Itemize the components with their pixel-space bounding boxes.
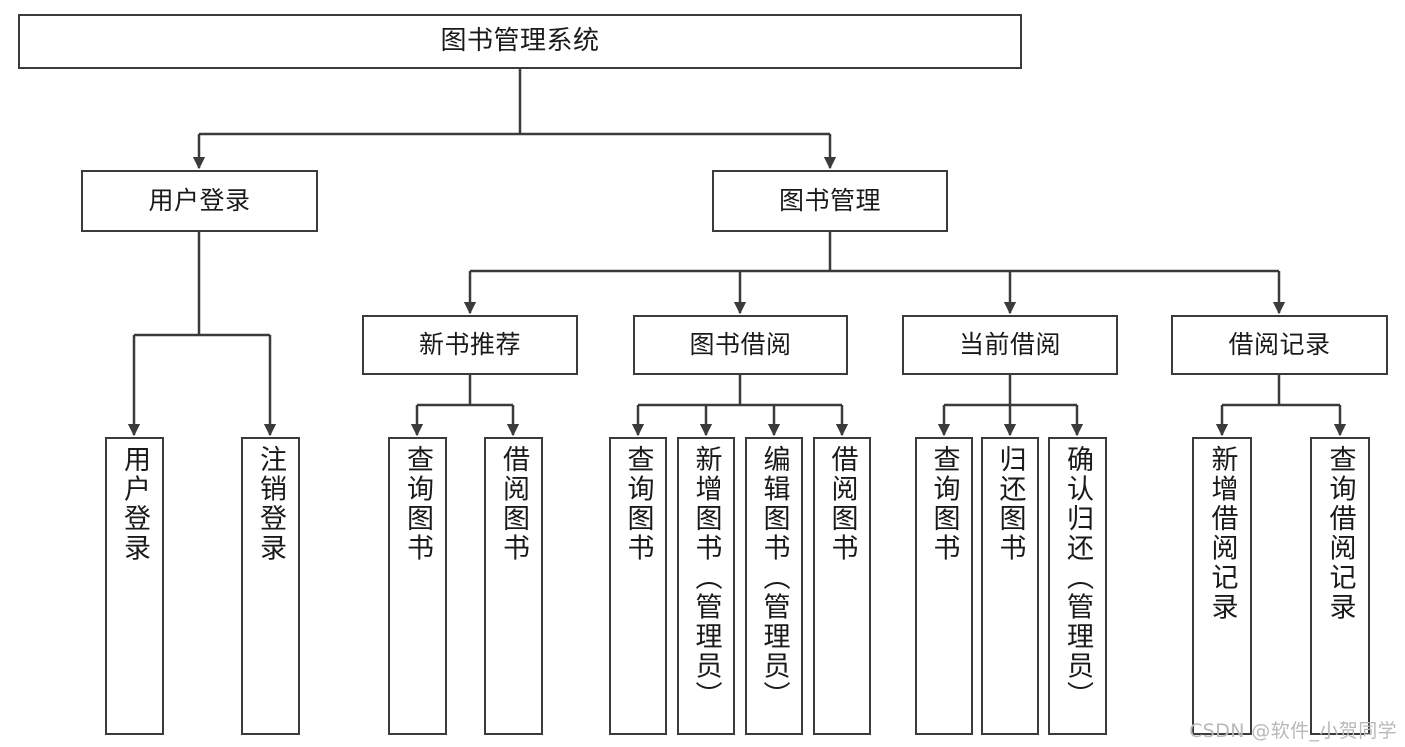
leaf-edit-book-admin[interactable]: 编辑图书（管理员） xyxy=(745,437,803,735)
leaf-query-book-3[interactable]: 查询图书 xyxy=(915,437,973,735)
node-user-login[interactable]: 用户登录 xyxy=(81,170,318,232)
leaf-query-book-1-label: 查询图书 xyxy=(402,445,433,563)
leaf-query-book-1[interactable]: 查询图书 xyxy=(388,437,447,735)
leaf-borrow-book-2[interactable]: 借阅图书 xyxy=(813,437,871,735)
node-new-book-recommend-label: 新书推荐 xyxy=(418,330,521,360)
leaf-query-borrow-record-label: 查询借阅记录 xyxy=(1324,445,1356,622)
leaf-query-book-3-label: 查询图书 xyxy=(928,445,960,563)
node-borrow-record[interactable]: 借阅记录 xyxy=(1171,315,1388,375)
leaf-query-book-2[interactable]: 查询图书 xyxy=(609,437,667,735)
node-current-borrow-label: 当前借阅 xyxy=(958,330,1061,360)
leaf-confirm-return-admin-label: 确认归还（管理员） xyxy=(1062,445,1093,711)
node-root-label: 图书管理系统 xyxy=(440,26,600,57)
node-root[interactable]: 图书管理系统 xyxy=(18,14,1022,69)
node-user-login-label: 用户登录 xyxy=(148,186,251,216)
leaf-query-book-2-label: 查询图书 xyxy=(622,445,654,563)
node-book-manage[interactable]: 图书管理 xyxy=(712,170,948,232)
leaf-add-borrow-record[interactable]: 新增借阅记录 xyxy=(1192,437,1252,735)
leaf-return-book[interactable]: 归还图书 xyxy=(981,437,1039,735)
leaf-borrow-book-2-label: 借阅图书 xyxy=(826,445,858,563)
node-current-borrow[interactable]: 当前借阅 xyxy=(902,315,1118,375)
leaf-confirm-return-admin[interactable]: 确认归还（管理员） xyxy=(1048,437,1107,735)
node-book-borrow[interactable]: 图书借阅 xyxy=(633,315,848,375)
leaf-add-book-admin-label: 新增图书（管理员） xyxy=(690,445,722,711)
leaf-add-borrow-record-label: 新增借阅记录 xyxy=(1206,445,1238,622)
node-book-manage-label: 图书管理 xyxy=(778,186,881,216)
node-borrow-record-label: 借阅记录 xyxy=(1228,330,1331,360)
leaf-add-book-admin[interactable]: 新增图书（管理员） xyxy=(677,437,735,735)
node-new-book-recommend[interactable]: 新书推荐 xyxy=(362,315,578,375)
leaf-user-login[interactable]: 用户登录 xyxy=(105,437,164,735)
leaf-user-login-label: 用户登录 xyxy=(119,445,150,563)
node-book-borrow-label: 图书借阅 xyxy=(689,330,792,360)
leaf-query-borrow-record[interactable]: 查询借阅记录 xyxy=(1310,437,1370,735)
leaf-logout-login-label: 注销登录 xyxy=(255,445,286,563)
leaf-return-book-label: 归还图书 xyxy=(994,445,1026,563)
leaf-borrow-book-1-label: 借阅图书 xyxy=(498,445,529,563)
leaf-edit-book-admin-label: 编辑图书（管理员） xyxy=(758,445,790,711)
leaf-logout-login[interactable]: 注销登录 xyxy=(241,437,300,735)
leaf-borrow-book-1[interactable]: 借阅图书 xyxy=(484,437,543,735)
